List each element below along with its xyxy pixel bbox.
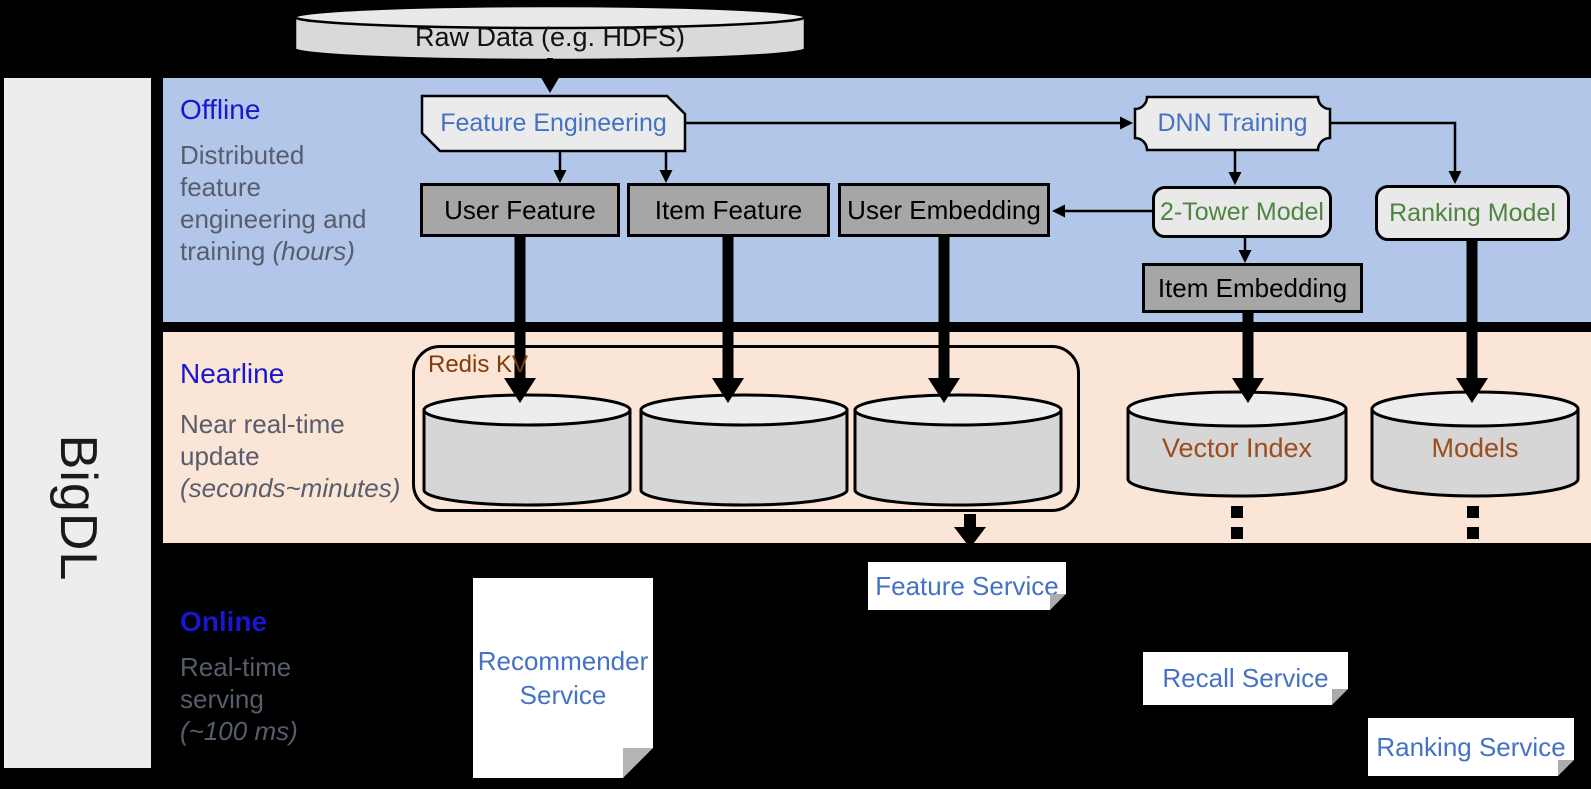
page-fold-decoration xyxy=(623,748,653,778)
nearline-section-title: Nearline xyxy=(180,358,285,389)
offline-desc-line: engineering and xyxy=(180,204,367,234)
feature-service-label: Feature Service xyxy=(875,570,1059,601)
nearline-desc-line: update xyxy=(180,441,260,471)
ranking-service-label: Ranking Service xyxy=(1376,731,1566,762)
recommender-service-label: Service xyxy=(519,680,607,710)
offline-section-title: Offline xyxy=(180,94,261,125)
page-fold-decoration xyxy=(1050,594,1066,610)
ranking-service-node: Ranking Service xyxy=(1368,718,1574,776)
user-feature-node: User Feature xyxy=(420,183,620,237)
dnn-training-label: DNN Training xyxy=(1157,109,1308,137)
online-desc-line: serving xyxy=(180,684,264,714)
offline-desc-line: feature xyxy=(180,172,261,202)
online-section-title: Online xyxy=(180,606,268,637)
redis-kv-container xyxy=(412,345,1080,512)
offline-desc-line: training (hours) xyxy=(180,236,355,266)
ranking-model-node: Ranking Model xyxy=(1375,185,1570,241)
nearline-desc-line: Near real-time xyxy=(180,409,345,439)
bigdl-logo-text: BigDL xyxy=(48,434,107,582)
recommender-service-node: Recommender Service xyxy=(473,578,653,778)
item-feature-node: Item Feature xyxy=(627,183,830,237)
user-embedding-node: User Embedding xyxy=(838,183,1050,237)
online-desc-line: Real-time xyxy=(180,652,292,682)
nearline-section-description: Near real-time update (seconds~minutes) xyxy=(180,408,400,504)
nearline-desc-line: (seconds~minutes) xyxy=(180,473,401,503)
raw-data-label: Raw Data (e.g. HDFS) xyxy=(414,21,686,52)
page-fold-decoration xyxy=(1332,689,1348,705)
online-section-description: Real-time serving (~100 ms) xyxy=(180,651,298,747)
recall-service-label: Recall Service xyxy=(1162,663,1329,693)
redis-kv-label: Redis KV xyxy=(428,351,529,378)
models-label: Models xyxy=(1431,432,1519,463)
offline-desc-line: Distributed xyxy=(180,140,305,170)
vector-index-label: Vector Index xyxy=(1161,432,1313,463)
recall-service-node: Recall Service xyxy=(1143,652,1348,705)
recommender-service-label: Recommender xyxy=(477,646,649,676)
bigdl-sidebar: BigDL xyxy=(4,78,151,768)
item-embedding-node: Item Embedding xyxy=(1142,263,1363,313)
page-fold-decoration xyxy=(1558,760,1574,776)
feature-engineering-label: Feature Engineering xyxy=(440,109,667,137)
offline-section-description: Distributed feature engineering and trai… xyxy=(180,139,367,267)
two-tower-model-node: 2-Tower Model xyxy=(1152,186,1332,238)
feature-service-node: Feature Service xyxy=(868,562,1066,610)
online-desc-line: (~100 ms) xyxy=(180,716,298,746)
